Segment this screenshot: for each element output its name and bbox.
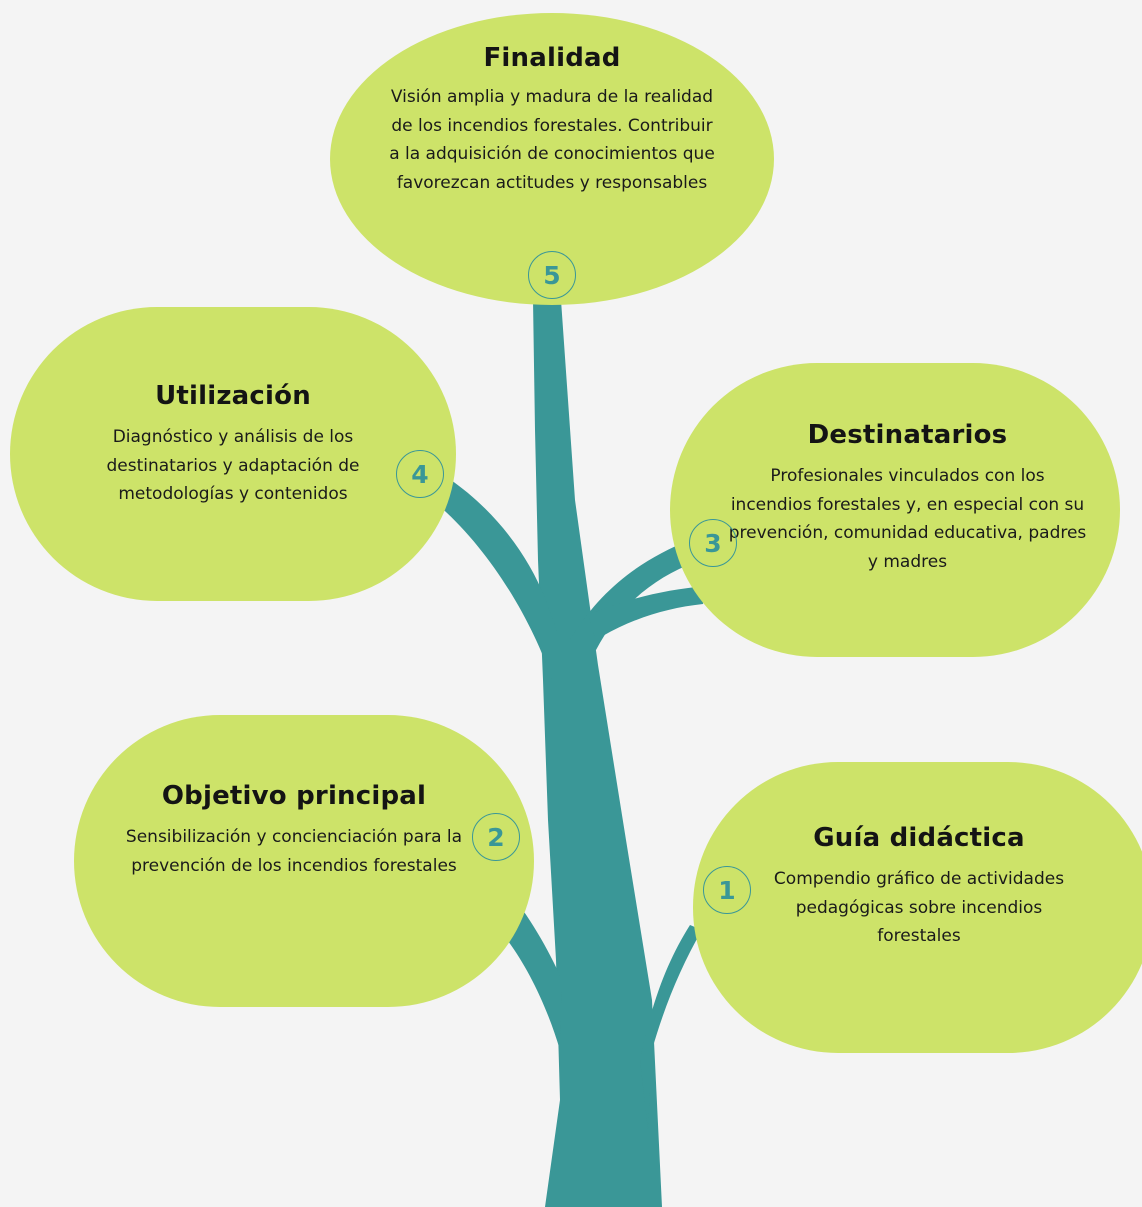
node-description: Compendio gráfico de actividades pedagóg…	[773, 869, 1065, 947]
step-number-badge: 5	[528, 251, 576, 299]
step-number-badge: 3	[689, 519, 737, 567]
node-title: Finalidad	[483, 43, 621, 73]
step-number-badge: 1	[703, 866, 751, 914]
tree-trunk	[533, 300, 662, 1207]
node-description: Sensibilización y concienciación para la…	[125, 827, 463, 876]
node-title: Objetivo principal	[161, 781, 427, 811]
branch-destinatarios-lower	[588, 586, 705, 640]
node-title: Utilización	[155, 381, 311, 411]
node-title: Guía didáctica	[813, 823, 1025, 853]
node-objetivo-principal: Objetivo principal Sensibilización y con…	[74, 715, 534, 1007]
node-finalidad: Finalidad Visión amplia y madura de la r…	[330, 13, 774, 305]
node-title: Destinatarios	[807, 420, 1008, 450]
step-number-badge: 2	[472, 813, 520, 861]
node-description: Profesionales vinculados con los incendi…	[728, 466, 1087, 572]
node-utilizacion: Utilización Diagnóstico y análisis de lo…	[10, 307, 456, 601]
node-destinatarios: Destinatarios Profesionales vinculados c…	[670, 363, 1120, 657]
branch-guia	[640, 925, 702, 1130]
node-description: Visión amplia y madura de la realidad de…	[389, 87, 715, 193]
branch-utilizacion	[430, 478, 560, 680]
node-description: Diagnóstico y análisis de los destinatar…	[106, 427, 360, 505]
node-guia-didactica: Guía didáctica Compendio gráfico de acti…	[693, 762, 1142, 1053]
step-number-badge: 4	[396, 450, 444, 498]
